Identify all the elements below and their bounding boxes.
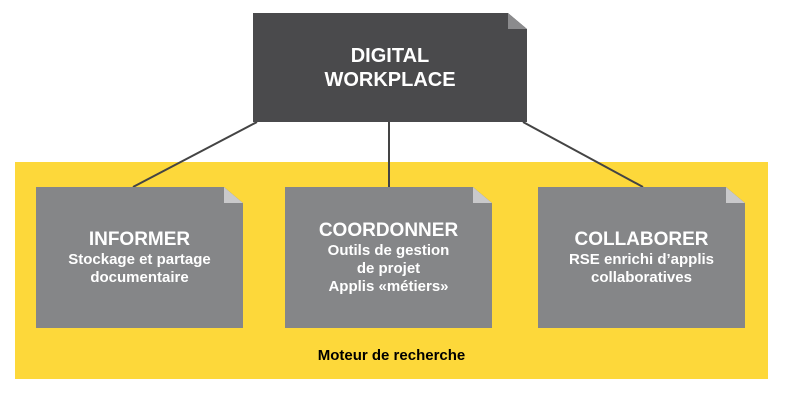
node-title: COLLABORER bbox=[574, 228, 709, 250]
search-engine-label: Moteur de recherche bbox=[317, 347, 466, 364]
node-desc: de projet bbox=[356, 259, 421, 277]
node-desc: documentaire bbox=[90, 268, 189, 286]
connector-informer bbox=[132, 121, 258, 188]
node-desc: Outils de gestion bbox=[327, 241, 450, 259]
digital-workplace-node: DIGITAL WORKPLACE bbox=[253, 13, 527, 122]
coordonner-node: COORDONNER Outils de gestion de projet A… bbox=[285, 187, 492, 328]
node-desc: RSE enrichi d’applis bbox=[568, 250, 715, 268]
informer-node: INFORMER Stockage et partage documentair… bbox=[36, 187, 243, 328]
root-title-line2: WORKPLACE bbox=[324, 68, 456, 91]
node-desc: Applis «métiers» bbox=[328, 277, 449, 295]
node-desc: collaboratives bbox=[591, 268, 692, 286]
node-title: INFORMER bbox=[88, 228, 191, 250]
connector-collaborer bbox=[522, 121, 644, 188]
root-title-line1: DIGITAL bbox=[350, 44, 430, 67]
node-title: COORDONNER bbox=[318, 219, 459, 241]
node-desc: Stockage et partage bbox=[68, 250, 211, 268]
collaborer-node: COLLABORER RSE enrichi d’applis collabor… bbox=[538, 187, 745, 328]
